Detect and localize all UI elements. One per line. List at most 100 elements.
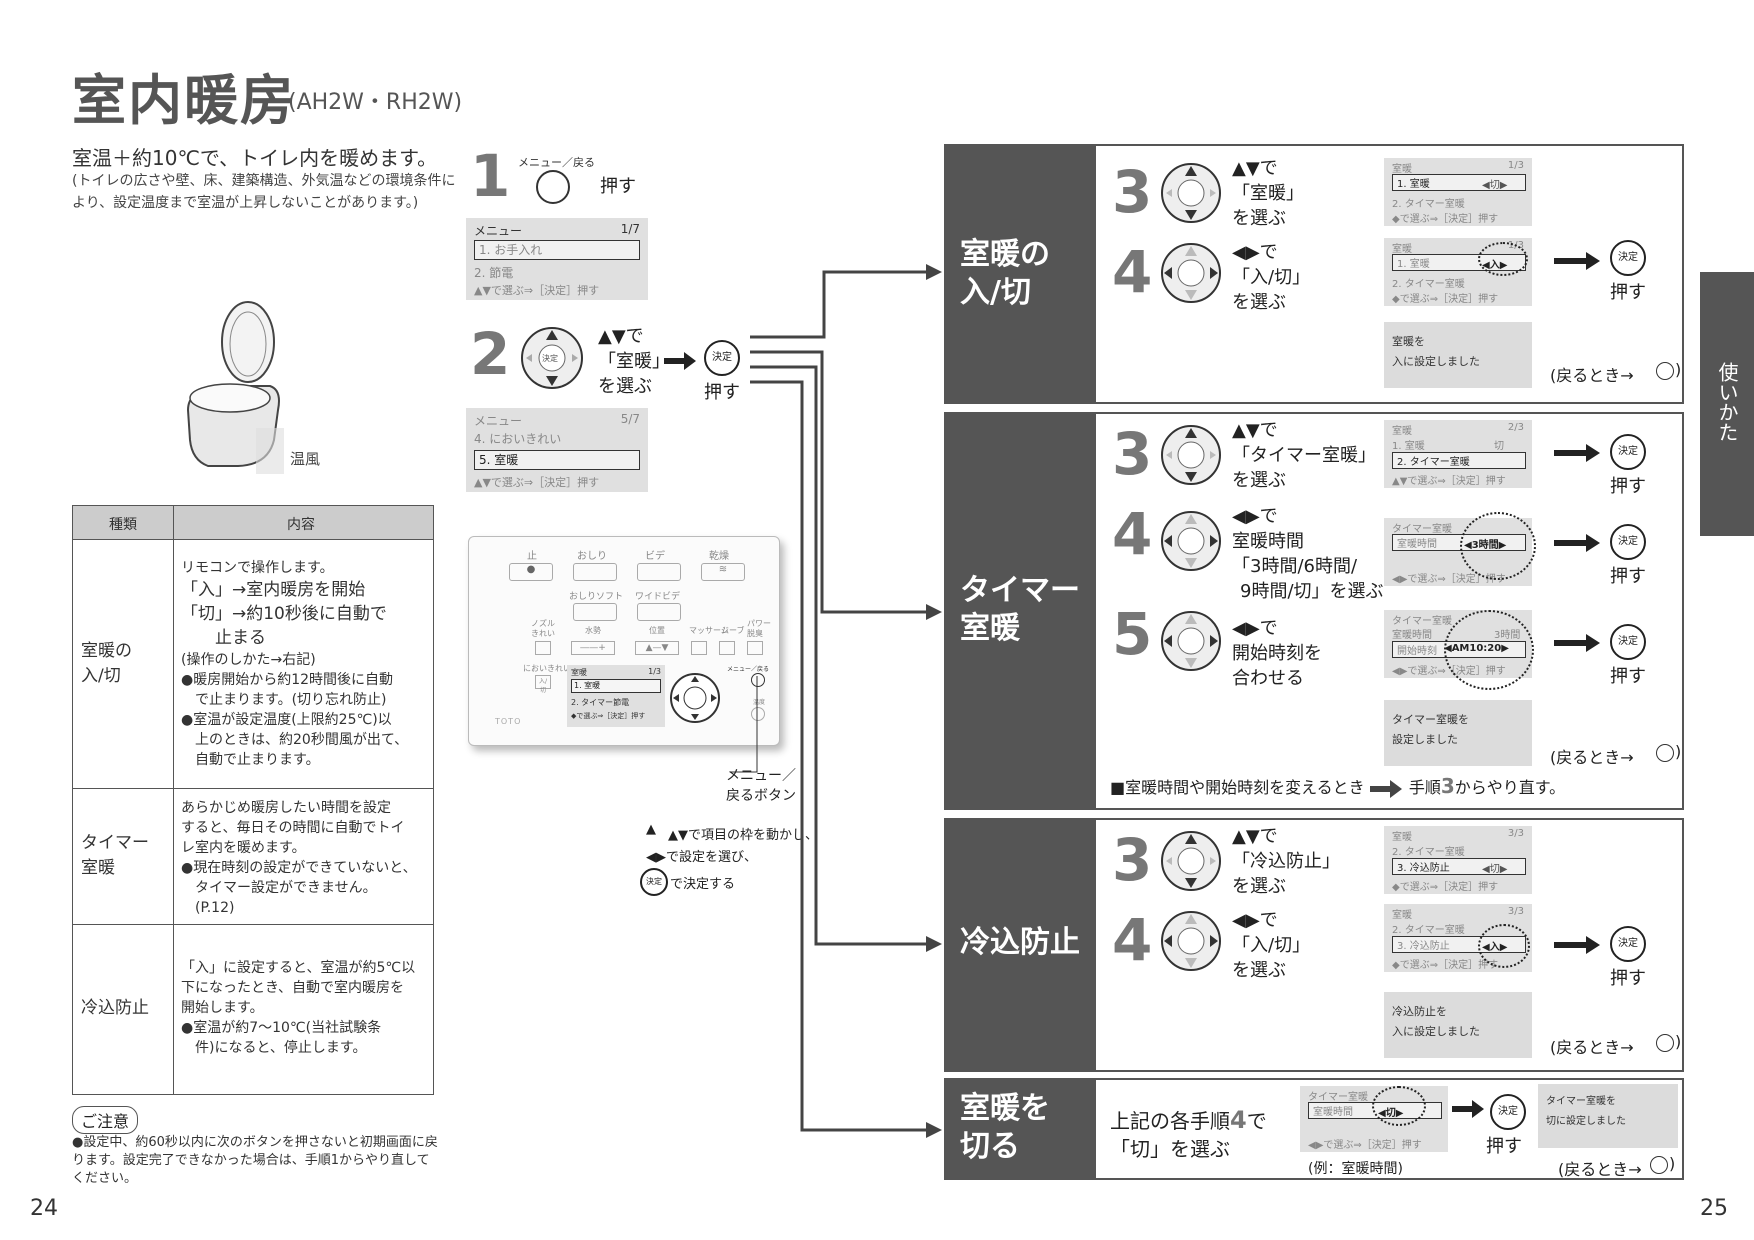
water-pressure-buttons[interactable]: ―—+ xyxy=(571,641,615,655)
arrow-right-icon xyxy=(1554,534,1600,552)
table-header: 種類 内容 xyxy=(73,506,433,540)
col-content: 内容 xyxy=(287,517,315,533)
col-type: 種類 xyxy=(109,517,137,533)
remote-lcd: 室暖 1/3 1. 室暖 2. タイマー節電 ◆で選ぶ⇒［決定］押す xyxy=(567,665,665,727)
back-hint: (戻るとき→ xyxy=(1550,366,1634,385)
arrow-right-icon xyxy=(1554,634,1600,652)
ok-button[interactable]: 決定 xyxy=(1610,524,1646,560)
ok-button[interactable]: 決定 xyxy=(1610,240,1646,276)
lcd-cold-3: 室暖 3/3 2. タイマー室暖 3. 冷込防止 ◀切▶ ◆で選ぶ⇒［決定］押す xyxy=(1384,826,1532,894)
section-timer-heating: タイマー 室暖 3 ▲▼で 「タイマー室暖」 を選ぶ 室暖 2/3 1. 室暖 … xyxy=(944,412,1684,810)
lcd-timer-3: 室暖 2/3 1. 室暖 切 2. タイマー室暖 ▲▼で選ぶ⇒［決定］押す xyxy=(1384,420,1532,488)
lcd-onoff-3: 室暖 1/3 1. 室暖 ◀切▶ 2. タイマー室暖 ◆で選ぶ⇒［決定］押す xyxy=(1384,158,1532,226)
dpad-icon xyxy=(1161,911,1221,971)
timer-done-message: タイマー室暖を 設定しました xyxy=(1384,700,1532,766)
section-label-onoff: 室暖の 入/切 xyxy=(946,146,1096,402)
arrow-right-icon xyxy=(664,352,696,370)
model-numbers: (AH2W・RH2W) xyxy=(288,90,463,115)
off-instructions: 上記の各手順4で 「切」を選ぶ xyxy=(1110,1106,1267,1161)
page-number-right: 25 xyxy=(1700,1196,1728,1221)
wide-bidet-button[interactable] xyxy=(637,603,681,621)
ok-button[interactable]: 決定 xyxy=(704,340,740,376)
legend-line-1: ▲ xyxy=(646,822,656,837)
row-type-cold: 冷込防止 xyxy=(81,998,149,1018)
section-label-off: 室暖を 切る xyxy=(946,1080,1096,1178)
section-heating-onoff: 室暖の 入/切 3 ▲▼で 「室暖」 を選ぶ 室暖 1/3 1. 室暖 ◀切▶ … xyxy=(944,144,1684,404)
step-1-action: 押す xyxy=(600,176,636,197)
stop-button[interactable]: ● xyxy=(509,563,553,581)
power-deodorize-button[interactable] xyxy=(747,641,763,655)
arrow-right-icon xyxy=(1554,444,1600,462)
menu-back-icon xyxy=(1656,744,1674,762)
position-buttons[interactable]: ▲—▼ xyxy=(635,641,679,655)
intro-note: (トイレの広さや壁、床、建築構造、外気温などの環境条件により、設定温度まで室温が… xyxy=(72,173,456,211)
section-label-timer: タイマー 室暖 xyxy=(946,414,1096,808)
arrow-right-icon xyxy=(1554,936,1600,954)
remote-dpad-icon[interactable] xyxy=(669,672,721,724)
caution-badge: ご注意 xyxy=(72,1106,139,1134)
lcd-menu-1: メニュー 1/7 1. お手入れ 2. 節電 ▲▼で選ぶ⇒［決定］押す xyxy=(466,218,648,300)
menu-back-label: メニュー／戻る xyxy=(518,156,595,169)
dpad-icon xyxy=(1161,611,1221,671)
ok-button[interactable]: 決定 xyxy=(1490,1094,1526,1130)
legend-text-1: ▲▼で項目の枠を動かし、 xyxy=(668,828,818,843)
dpad-center-label: 決定 xyxy=(542,354,558,363)
back-hint: (戻るとき→ xyxy=(1558,1160,1642,1179)
step-1-number: 1 xyxy=(470,142,511,210)
menu-back-icon xyxy=(1656,362,1674,380)
remote-menu-back-button[interactable] xyxy=(751,673,765,687)
section-cold-prevention: 冷込防止 3 ▲▼で 「冷込防止」 を選ぶ 室暖 3/3 2. タイマー室暖 3… xyxy=(944,818,1684,1072)
ok-button[interactable]: 決定 xyxy=(1610,624,1646,660)
section-label-cold: 冷込防止 xyxy=(946,820,1096,1070)
ok-button[interactable]: 決定 xyxy=(1610,926,1646,962)
menu-back-icon xyxy=(1650,1156,1668,1174)
dpad-icon xyxy=(1161,425,1221,485)
row-content-timer: あらかじめ暖房したい時間を設定 すると、毎日その時間に自動でトイ レ室内を暖めま… xyxy=(181,800,417,916)
ok-button[interactable]: 決定 xyxy=(1610,434,1646,470)
step-2-number: 2 xyxy=(470,320,511,388)
toilet-illustration xyxy=(186,301,284,474)
dpad-icon xyxy=(1161,831,1221,891)
back-hint: (戻るとき→ xyxy=(1550,1038,1634,1057)
dpad-icon xyxy=(1161,243,1221,303)
warm-air-label: 温風 xyxy=(290,450,321,468)
dpad-icon xyxy=(1161,163,1221,223)
remote-temp-button[interactable] xyxy=(751,707,765,721)
page-number-left: 24 xyxy=(30,1196,58,1221)
move-button[interactable] xyxy=(719,641,735,655)
onoff-done-message: 室暖を 入に設定しました xyxy=(1384,322,1532,388)
section-heating-off: 室暖を 切る 上記の各手順4で 「切」を選ぶ タイマー室暖 室暖時間 ◀切▶ ◀… xyxy=(944,1078,1684,1180)
nozzle-clean-button[interactable] xyxy=(535,641,551,655)
toto-logo: TOTO xyxy=(495,717,522,726)
step-2-text: ▲▼で 「室暖」 を選ぶ xyxy=(598,326,670,397)
arrow-right-icon xyxy=(1452,1100,1484,1118)
arrow-right-icon xyxy=(1369,779,1402,798)
menu-back-icon xyxy=(1656,1034,1674,1052)
back-hint: (戻るとき→ xyxy=(1550,748,1634,767)
row-content-cold: 「入」に設定すると、室温が約5℃以 下になったとき、自動で室内暖房を 開始します… xyxy=(181,960,416,1056)
remote-control: 止 おしり ビデ 乾燥 ● ≋ おしりソフト ワイドビデ ノズル きれい 水勢 … xyxy=(468,536,780,746)
dpad-icon[interactable] xyxy=(520,326,584,390)
off-example-note: (例：室暖時間) xyxy=(1308,1161,1403,1177)
dpad-icon xyxy=(1161,511,1221,571)
row-content-onoff: リモコンで操作します。 「入」→室内暖房を開始 「切」→約10秒後に自動で 止ま… xyxy=(181,560,409,768)
massage-button[interactable] xyxy=(691,641,707,655)
dry-button[interactable]: ≋ xyxy=(701,563,745,581)
row-type-timer: タイマー 室暖 xyxy=(81,833,149,878)
oshiri-button[interactable] xyxy=(573,563,617,581)
bidet-button[interactable] xyxy=(637,563,681,581)
menu-back-button[interactable] xyxy=(536,170,570,204)
legend-ok-icon: 決定 xyxy=(640,868,668,896)
feature-table: 種類 内容 室暖の 入/切 リモコンで操作します。 「入」→室内暖房を開始 「切… xyxy=(72,505,434,1095)
off-done-message: タイマー室暖を 切に設定しました xyxy=(1538,1084,1678,1148)
callout-line xyxy=(730,676,758,773)
flow-connectors xyxy=(750,264,942,1138)
legend-text-2: ◀▶で設定を選び、 xyxy=(646,850,757,865)
step-2-action: 押す xyxy=(704,382,740,403)
odor-clean-button[interactable]: 入/切 xyxy=(535,675,551,694)
oshiri-soft-button[interactable] xyxy=(573,603,617,621)
caution-text: ●設定中、約60秒以内に次のボタンを押さないと初期画面に戻ります。設定完了できな… xyxy=(72,1135,438,1186)
intro-lead: 室温＋約10℃で、トイレ内を暖めます。 xyxy=(72,146,438,170)
page-title: 室内暖房 xyxy=(72,69,296,132)
cold-done-message: 冷込防止を 入に設定しました xyxy=(1384,992,1532,1058)
